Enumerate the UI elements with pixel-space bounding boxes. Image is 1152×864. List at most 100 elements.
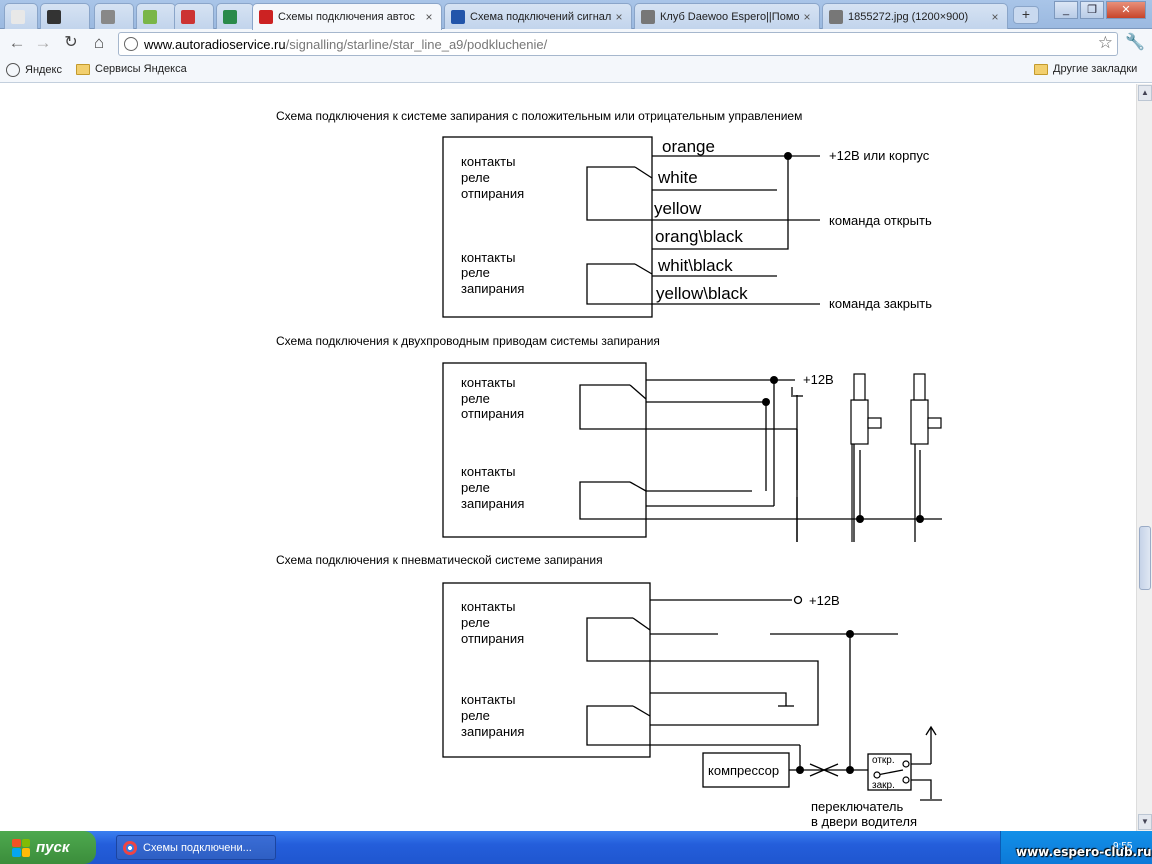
switch-contact [873, 771, 881, 779]
wire-label: yellow\black [656, 284, 748, 303]
relay-label: отпирания [461, 631, 524, 646]
relay-label: контакты [461, 692, 515, 707]
junction-dot [856, 515, 864, 523]
compressor-label: компрессор [708, 763, 779, 778]
relay-label: запирания [461, 724, 524, 739]
browser-tab[interactable]: Клуб Daewoo Espero||Помо× [634, 3, 820, 29]
close-tab-icon[interactable]: × [425, 10, 433, 24]
home-button[interactable]: ⌂ [93, 33, 105, 52]
kpc-icon [259, 10, 273, 24]
forward-button[interactable]: → [34, 33, 52, 52]
clock: 9:55 [1113, 841, 1133, 852]
other-bookmarks[interactable]: Другие закладки [1034, 63, 1137, 75]
page-content: Схема подключения к системе запирания с … [0, 84, 1136, 831]
terminal-icon [793, 595, 803, 605]
shield-icon [829, 9, 843, 24]
bookmark-label: Яндекс [25, 64, 62, 76]
tab-title: Клуб Daewoo Espero||Помо [660, 10, 800, 23]
relay-label: отпирания [461, 406, 524, 421]
switch-contact [902, 760, 910, 768]
start-label: пуск [36, 839, 70, 856]
bookmarks-bar: Яндекс Сервисы Яндекса Другие закладки [0, 59, 1152, 83]
yandex-icon [6, 63, 20, 77]
actuator-2 [910, 373, 942, 445]
f-icon [451, 9, 465, 24]
browser-tab[interactable]: 1855272.jpg (1200×900)× [822, 3, 1008, 29]
tab-title: Схема подключений сигнал [470, 10, 612, 23]
scroll-down-icon[interactable]: ▼ [1138, 814, 1152, 830]
relay-label: контакты [461, 599, 515, 614]
folder-icon [76, 63, 90, 75]
diagram-pneumatic: контакты реле отпирания контакты реле за… [442, 582, 942, 829]
start-button[interactable]: пуск [0, 831, 96, 864]
windows-taskbar: пуск Схемы подключени... 9:55 [0, 831, 1152, 864]
heading-lock-system: Схема подключения к системе запирания с … [276, 109, 803, 123]
switch-contact [902, 776, 910, 784]
browser-tab[interactable] [94, 3, 134, 29]
wire-label: orang\black [655, 227, 743, 246]
wrench-menu-icon[interactable]: 🔧 [1125, 34, 1145, 51]
open-command-label: команда открыть [829, 213, 932, 228]
browser-tab[interactable]: Схемы подключения автос × [252, 3, 442, 30]
minimize-button[interactable]: _ [1054, 1, 1078, 19]
browser-tab[interactable] [4, 3, 38, 29]
reload-button[interactable]: ↻ [64, 34, 78, 51]
address-bar[interactable]: www.autoradioservice.ru/signalling/starl… [118, 32, 1118, 56]
yandex-icon [11, 9, 25, 24]
bookmark-star-icon[interactable]: ☆ [1097, 33, 1113, 52]
vertical-scrollbar[interactable]: ▲ ▼ [1136, 84, 1152, 831]
close-tab-icon[interactable]: × [991, 9, 999, 24]
back-button[interactable]: ← [8, 33, 26, 52]
browser-toolbar: ← → ↻ ⌂ www.autoradioservice.ru/signalli… [0, 29, 1152, 59]
bookmark-yandex[interactable]: Яндекс [6, 63, 62, 77]
switch-label: переключатель [811, 799, 904, 814]
relay-label: запирания [461, 496, 524, 511]
browser-tab[interactable] [174, 3, 214, 29]
browser-tab[interactable] [136, 3, 176, 29]
bookmark-yandex-services[interactable]: Сервисы Яндекса [76, 63, 187, 75]
tab-title: Схемы подключения автос [278, 11, 415, 23]
scrollbar-thumb[interactable] [1139, 526, 1151, 590]
wire-label: orange [662, 137, 715, 156]
relay-label: контакты [461, 250, 515, 265]
windows-flag-icon [12, 838, 30, 857]
avast-icon [143, 9, 157, 24]
relay-label: реле [461, 480, 490, 495]
switch-close-label: закр. [872, 780, 895, 791]
mm-icon [181, 9, 195, 24]
folder-icon [1034, 63, 1048, 75]
power-label: +12В или корпус [829, 148, 930, 163]
junction-dot [784, 152, 792, 160]
new-tab-button[interactable]: + [1013, 6, 1039, 24]
bookmark-label: Другие закладки [1053, 63, 1138, 75]
junction-dot [762, 398, 770, 406]
close-tab-icon[interactable]: × [615, 9, 623, 24]
globe-icon [101, 9, 115, 24]
relay-label: реле [461, 170, 490, 185]
relay-label: контакты [461, 464, 515, 479]
junction-dot [796, 766, 804, 774]
browser-tab[interactable] [40, 3, 90, 29]
junction-dot [846, 766, 854, 774]
heading-two-wire: Схема подключения к двухпроводным привод… [276, 334, 660, 348]
watermark: www.espero-club.ru [1016, 845, 1152, 859]
close-tab-icon[interactable]: × [803, 9, 811, 24]
taskbar-chrome-window[interactable]: Схемы подключени... [116, 835, 276, 860]
relay-label: контакты [461, 375, 515, 390]
wire-label: yellow [654, 199, 702, 218]
switch-open-label: откр. [872, 755, 895, 766]
shield-icon [641, 9, 655, 24]
task-label: Схемы подключени... [143, 841, 252, 854]
diagram-positive-negative: контакты реле отпирания контакты реле за… [442, 136, 932, 318]
person-icon [223, 9, 237, 24]
scroll-up-icon[interactable]: ▲ [1138, 85, 1152, 101]
relay-label: отпирания [461, 186, 524, 201]
site-icon [47, 9, 61, 24]
maximize-button[interactable]: ❐ [1080, 1, 1104, 19]
heading-pneumatic: Схема подключения к пневматической систе… [276, 553, 603, 567]
wire-label: white [657, 168, 698, 187]
close-window-button[interactable]: ✕ [1106, 1, 1146, 19]
browser-tab[interactable]: Схема подключений сигнал× [444, 3, 632, 29]
browser-tab[interactable] [216, 3, 254, 29]
globe-icon [124, 37, 138, 51]
